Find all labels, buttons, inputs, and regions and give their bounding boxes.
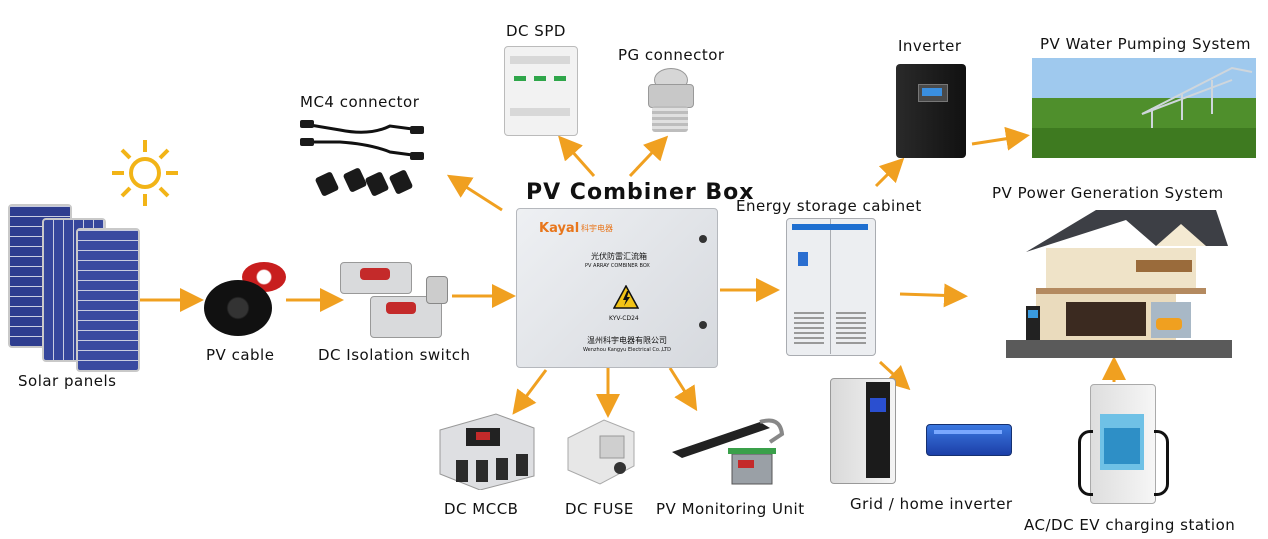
grid-home-inverter-image xyxy=(830,378,1016,484)
arrow-storage-to-inverter xyxy=(874,157,905,188)
inverter-image xyxy=(896,64,966,158)
dc-isolation-switch-label: DC Isolation switch xyxy=(318,346,471,364)
pv-monitoring-unit-image xyxy=(670,412,790,490)
brand-cn: 科宇电器 xyxy=(581,224,613,233)
ev-charging-station-image xyxy=(1074,384,1170,506)
pv-monitoring-unit-label: PV Monitoring Unit xyxy=(656,500,805,518)
pv-cable-image xyxy=(204,262,288,338)
panel-title-cn: 光伏防雷汇流箱 xyxy=(591,252,647,261)
sun-icon xyxy=(112,140,178,206)
arrow-storage-to-grid xyxy=(878,360,911,391)
mc4-connector-image xyxy=(300,120,424,196)
energy-storage-cabinet-image xyxy=(786,218,876,356)
dc-mccb-label: DC MCCB xyxy=(444,500,519,518)
panel-title-en: PV ARRAY COMBINER BOX xyxy=(585,263,650,269)
pg-connector-label: PG connector xyxy=(618,46,725,64)
arrow-box-to-mc4 xyxy=(446,174,503,212)
pv-power-generation-label: PV Power Generation System xyxy=(992,184,1224,202)
grid-home-inverter-label: Grid / home inverter xyxy=(850,495,1013,513)
arrow-box-to-monitor xyxy=(668,367,698,412)
model-number: KYV-CD24 xyxy=(609,315,639,322)
solar-panels-label: Solar panels xyxy=(18,372,117,390)
dc-fuse-image xyxy=(564,416,638,486)
dc-mccb-image xyxy=(436,410,538,491)
pg-connector-image xyxy=(644,68,696,134)
arrow-box-to-spd xyxy=(558,135,596,177)
warning-icon xyxy=(613,285,639,309)
pv-water-pumping-image xyxy=(1032,58,1256,158)
pv-combiner-box-title: PV Combiner Box xyxy=(526,180,755,205)
energy-storage-cabinet-label: Energy storage cabinet xyxy=(736,197,922,215)
mc4-connector-label: MC4 connector xyxy=(300,93,420,111)
arrow-storage-to-house xyxy=(899,283,968,308)
arrow-box-to-mccb xyxy=(512,369,548,415)
pv-cable-label: PV cable xyxy=(206,346,275,364)
inverter-label: Inverter xyxy=(898,37,962,55)
pv-water-pumping-label: PV Water Pumping System xyxy=(1040,35,1252,53)
dc-spd-label: DC SPD xyxy=(506,22,566,40)
company-cn: 温州科宇电器有限公司 xyxy=(587,336,667,345)
house-image xyxy=(1006,206,1232,358)
dc-isolation-switch-image xyxy=(340,262,452,344)
brand-logo: Kayal xyxy=(539,221,580,236)
solar-panels-image xyxy=(8,204,140,372)
dc-fuse-label: DC FUSE xyxy=(565,500,634,518)
company-en: Wenzhou Kangyu Electrical Co.,LTD xyxy=(583,347,672,353)
dc-spd-image xyxy=(504,46,578,136)
pv-combiner-box-image: Kayal 科宇电器 光伏防雷汇流箱 PV ARRAY COMBINER BOX… xyxy=(516,208,718,368)
arrow-box-to-pg xyxy=(628,135,669,178)
ev-charging-station-label: AC/DC EV charging station xyxy=(1024,516,1236,534)
arrow-inverter-to-pumping xyxy=(971,126,1030,151)
